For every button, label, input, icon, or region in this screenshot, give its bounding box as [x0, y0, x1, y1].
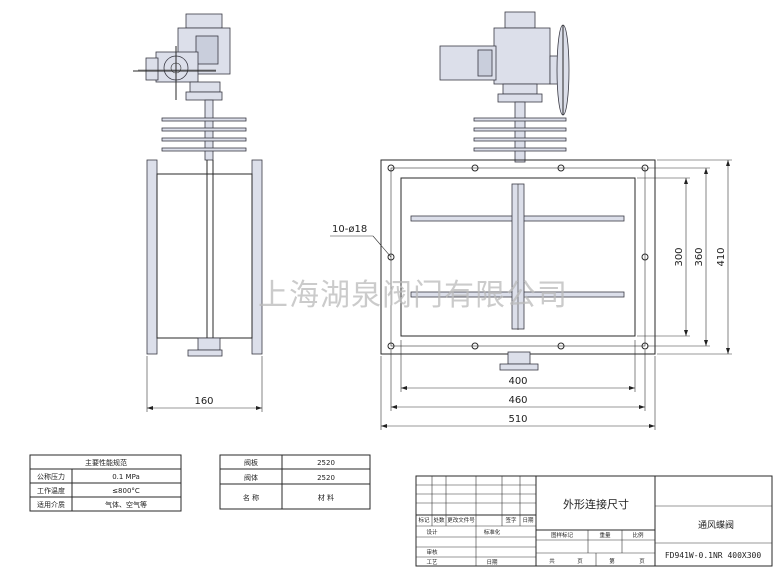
material-header-name: 名 称	[243, 493, 259, 502]
rev-header-sign: 签字	[505, 516, 517, 524]
front-view: 10-ø18 400 460 510 300 360	[330, 11, 732, 430]
dim-bolt-height: 360	[694, 247, 705, 266]
dim-inner-width: 400	[508, 376, 527, 387]
side-view: 160	[133, 13, 263, 412]
rev-header-mark: 标记	[418, 516, 430, 524]
label-sheet-no: 第	[609, 557, 615, 565]
dim-inner-height: 300	[674, 247, 685, 266]
label-stage-mark: 图样标记	[551, 531, 574, 539]
spec-table-title: 主要性能规范	[85, 458, 127, 467]
front-actuator	[439, 11, 570, 116]
label-standardize: 标准化	[484, 528, 501, 536]
material-value-plate: 2520	[317, 459, 335, 467]
material-part-plate: 阀板	[244, 458, 258, 467]
spec-value-pressure: 0.1 MPa	[112, 473, 140, 481]
drawing-title: 外形连接尺寸	[563, 497, 629, 511]
spec-label-medium: 适用介质	[37, 500, 65, 509]
label-sheet-total: 共	[549, 557, 555, 565]
company-watermark: 上海湖泉阀门有限公司	[258, 278, 568, 313]
label-weight: 重量	[599, 531, 611, 539]
material-value-body: 2520	[317, 474, 335, 482]
front-flange	[380, 159, 656, 371]
side-valve-body	[146, 159, 263, 357]
label-sheet-page: 页	[639, 558, 645, 565]
side-cooling-fins	[161, 117, 247, 152]
bolt-holes	[387, 164, 649, 350]
rev-header-docno: 更改文件号	[447, 516, 475, 524]
rev-header-date: 日期	[522, 517, 534, 524]
title-block: 标记 处数 更改文件号 签字 日期 设计 标准化 审核 工艺 日期 外形连接尺寸…	[415, 475, 773, 567]
spec-label-pressure: 公称压力	[37, 472, 65, 481]
label-process: 工艺	[426, 559, 438, 566]
rev-header-count: 处数	[433, 516, 445, 524]
spec-label-temperature: 工作温度	[37, 486, 65, 495]
dim-side-width: 160	[194, 396, 213, 407]
dim-outer-height: 410	[716, 247, 727, 266]
label-review: 审核	[426, 548, 438, 556]
label-design: 设计	[426, 528, 438, 536]
hole-spec-label: 10-ø18	[332, 224, 367, 235]
label-scale: 比例	[632, 531, 644, 539]
front-cooling-fins	[473, 117, 567, 152]
label-date: 日期	[486, 559, 498, 566]
dim-outer-width: 510	[508, 414, 527, 425]
spec-value-temperature: ≤800°C	[112, 487, 140, 495]
side-actuator	[133, 13, 231, 101]
product-name: 通风蝶阀	[698, 519, 734, 531]
dim-bolt-width: 460	[508, 395, 527, 406]
spec-value-medium: 气体、空气等	[105, 500, 147, 509]
spec-table: 主要性能规范 公称压力 0.1 MPa 工作温度 ≤800°C 适用介质 气体、…	[29, 454, 182, 512]
material-table: 阀板 2520 阀体 2520 名 称 材 料	[219, 454, 371, 510]
model-number: FD941W-0.1NR 400X300	[665, 551, 762, 560]
label-sheet: 页	[577, 558, 583, 565]
material-part-body: 阀体	[244, 473, 258, 482]
material-header-material: 材 料	[318, 493, 334, 502]
